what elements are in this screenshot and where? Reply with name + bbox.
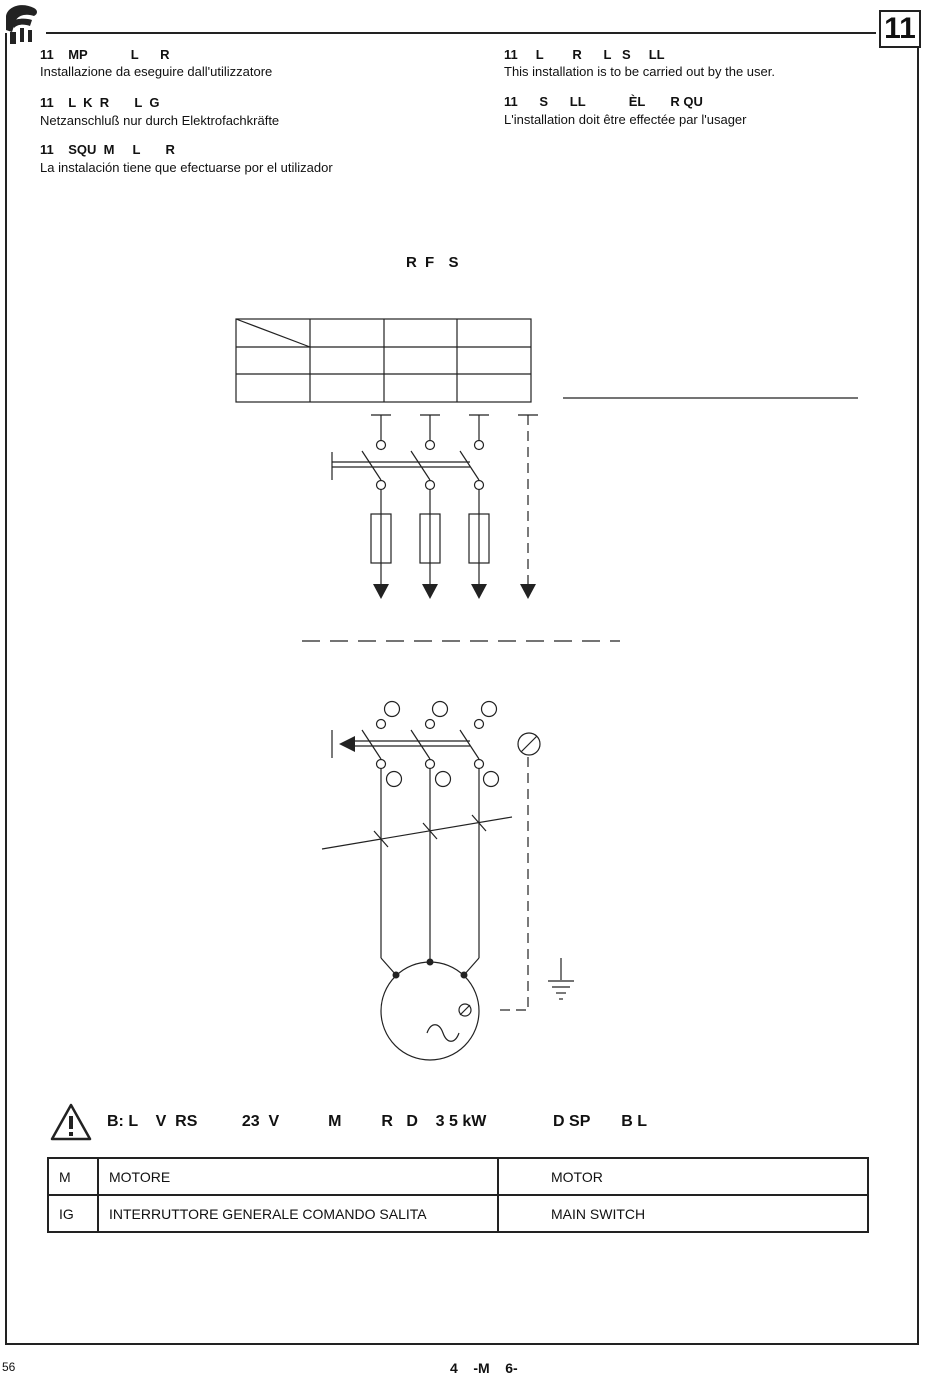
section-text-it: Installazione da eseguire dall'utilizzat… — [40, 64, 273, 79]
wiring-diagram — [235, 318, 858, 1061]
company-logo-icon — [2, 2, 42, 48]
legend-italian: INTERRUTTORE GENERALE COMANDO SALITA — [97, 1194, 499, 1233]
section-text-es: La instalación tiene que efectuarse por … — [40, 160, 333, 175]
section-heading-fr: 11 S LL ÈL R QU — [504, 94, 703, 109]
section-text-en: This installation is to be carried out b… — [504, 64, 775, 79]
section-heading-es: 11 SQU M L R — [40, 142, 175, 157]
legend-code: IG — [47, 1194, 99, 1233]
section-heading-en: 11 L R L S LL — [504, 47, 665, 62]
page-number: 56 — [2, 1360, 16, 1374]
section-text-fr: L'installation doit être effectée par l'… — [504, 112, 747, 127]
legend-code: M — [47, 1157, 99, 1196]
section-heading-it: 11 MP L R — [40, 47, 170, 62]
chapter-number: 11 — [879, 10, 921, 48]
legend-italian: MOTORE — [97, 1157, 499, 1196]
diagram-title: R F S — [406, 254, 461, 271]
header-rule — [46, 32, 876, 34]
legend-table: M MOTORE MOTOR IG INTERRUTTORE GENERALE … — [47, 1157, 869, 1233]
footer-code: 4 -M 6- — [450, 1360, 518, 1376]
legend-english: MOTOR — [497, 1157, 869, 1196]
section-heading-de: 11 L K R L G — [40, 95, 160, 110]
warning-triangle-icon — [50, 1103, 92, 1141]
warning-text: B: L V RS 23 V M R D 3 5 kW D SP B L — [107, 1113, 647, 1130]
table-row: IG INTERRUTTORE GENERALE COMANDO SALITA … — [47, 1194, 869, 1233]
table-row: M MOTORE MOTOR — [47, 1157, 869, 1196]
page-frame — [5, 33, 919, 1345]
legend-english: MAIN SWITCH — [497, 1194, 869, 1233]
section-text-de: Netzanschluß nur durch Elektrofachkräfte — [40, 113, 280, 128]
